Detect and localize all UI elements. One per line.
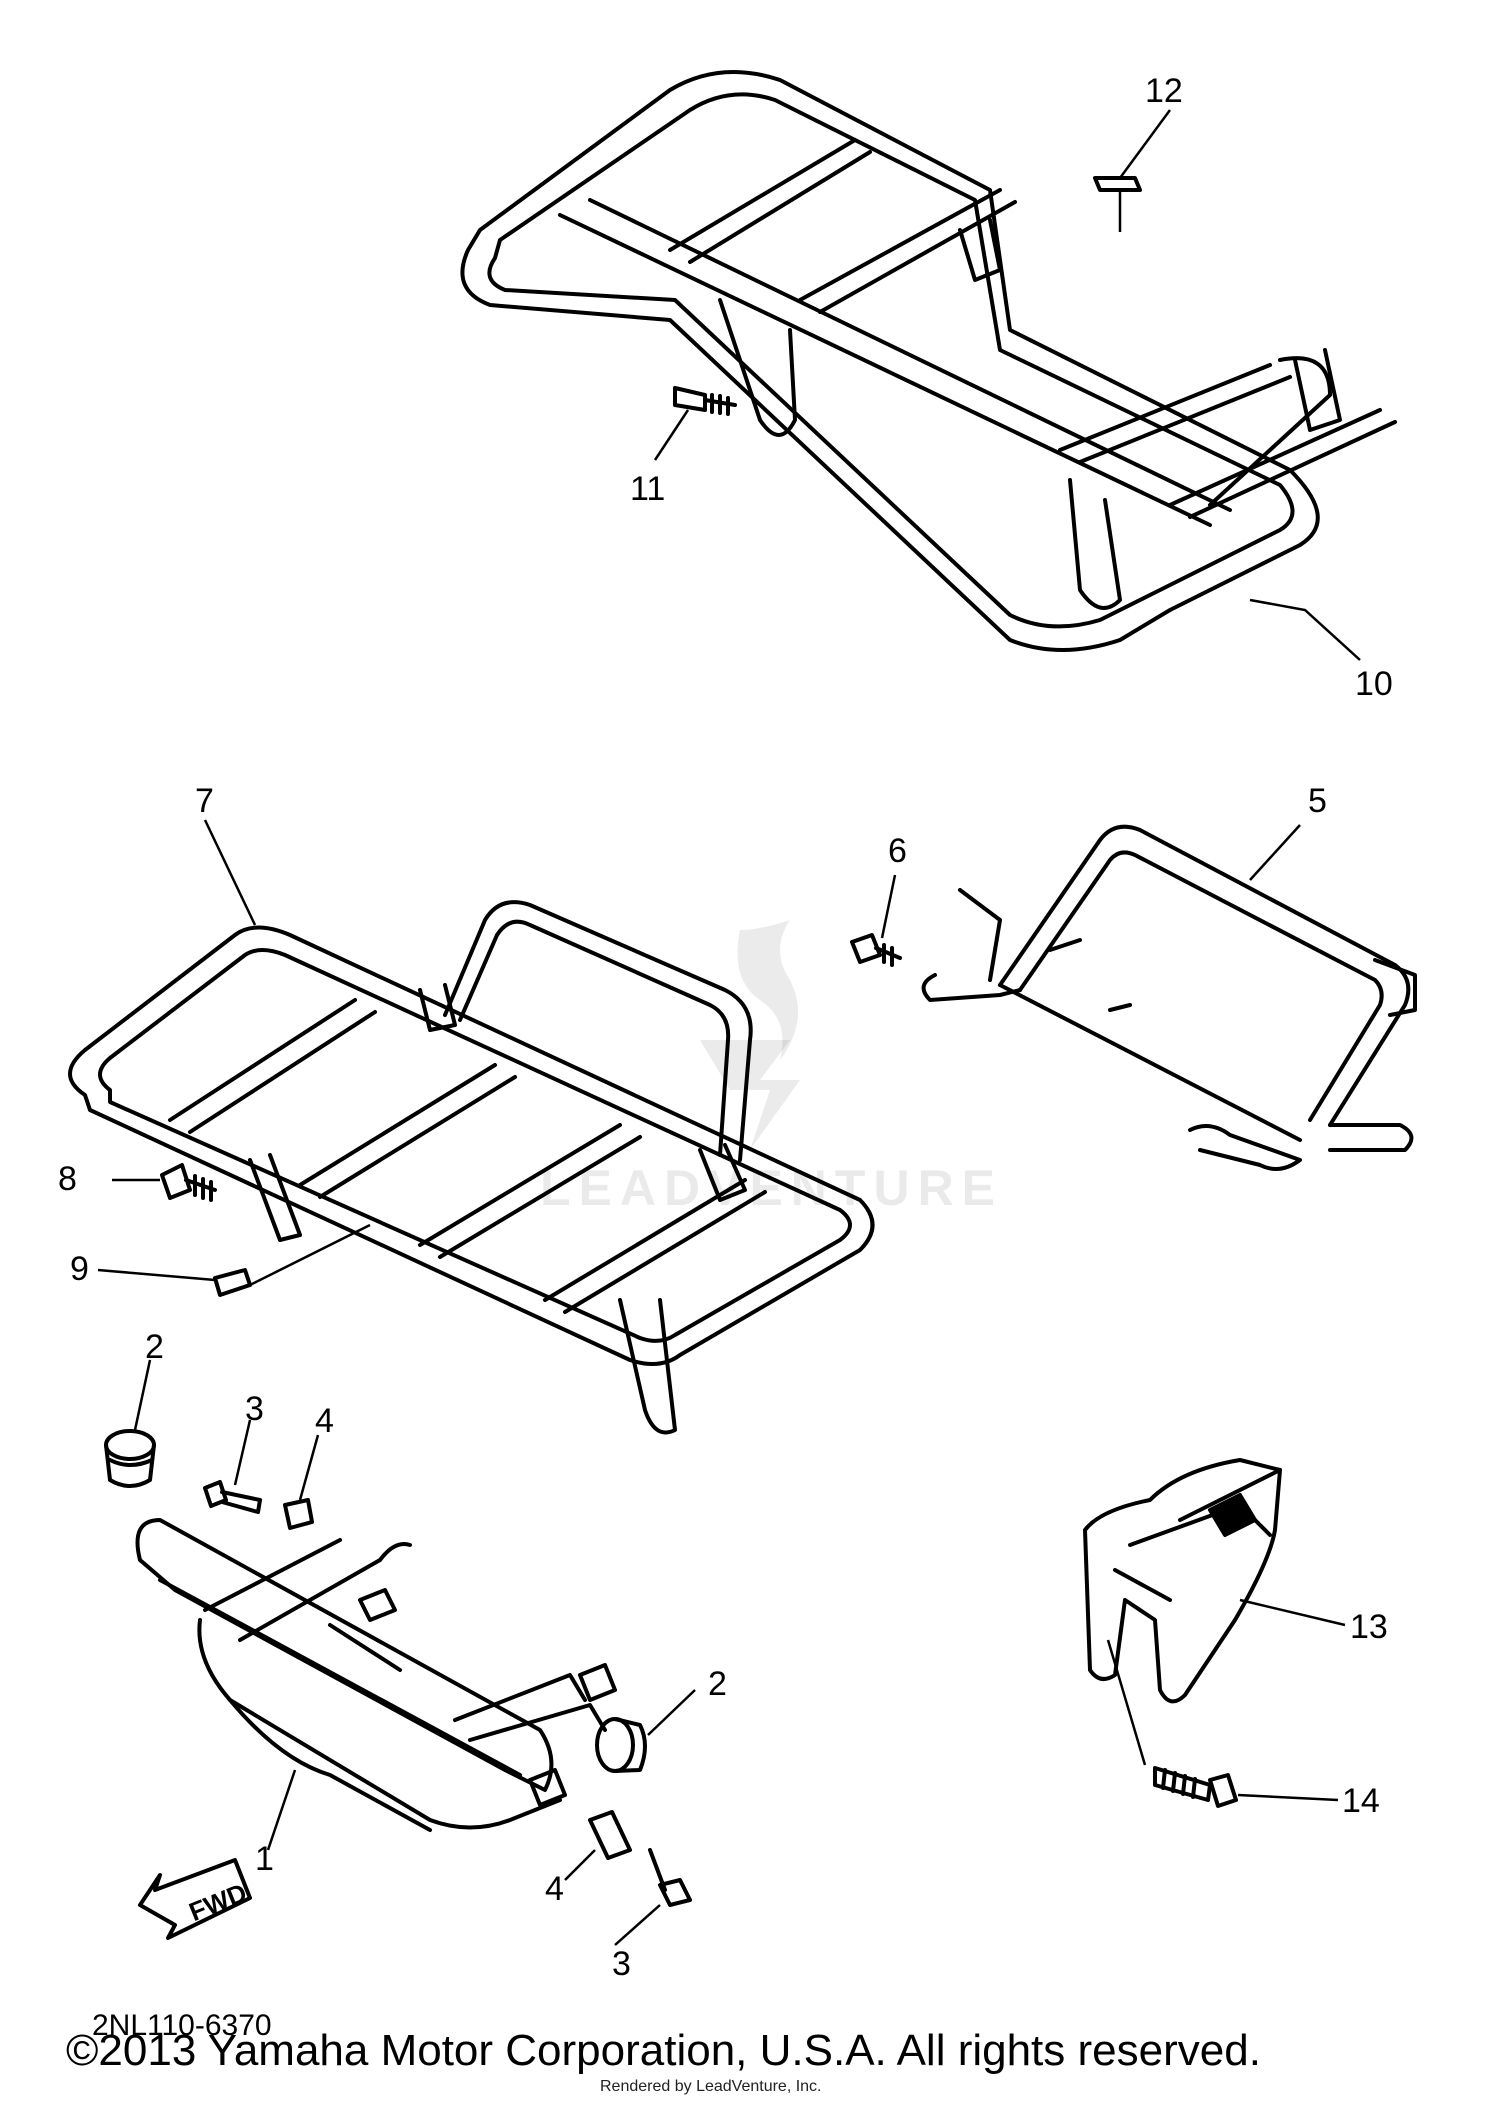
callout-3a: 3 — [245, 1390, 264, 1428]
bolt-3a — [203, 1480, 262, 1514]
bolt-11 — [673, 386, 737, 416]
leader-lines — [97, 109, 1361, 1946]
callout-2a: 2 — [145, 1328, 164, 1366]
collar-4b — [588, 1810, 632, 1860]
part-code: 2NL110-6370 — [92, 2009, 272, 2042]
callout-12: 12 — [1145, 72, 1183, 110]
watermark-logo: LEADVENTURE — [540, 920, 1003, 1216]
callout-3b: 3 — [612, 1945, 631, 1983]
callout-4a: 4 — [315, 1402, 334, 1440]
callout-11: 11 — [630, 470, 665, 508]
copyright-notice: ©2013 Yamaha Motor Corporation, U.S.A. A… — [66, 2026, 1261, 2075]
fwd-arrow — [138, 1858, 252, 1940]
grommet-2a — [104, 1429, 156, 1488]
label-9 — [213, 1268, 252, 1297]
callout-7: 7 — [195, 782, 214, 820]
label-12 — [1093, 176, 1142, 192]
callout-9: 9 — [70, 1250, 89, 1288]
bolt-6 — [850, 933, 902, 967]
bolt-3b — [648, 1848, 692, 1907]
callout-4b: 4 — [545, 1870, 564, 1908]
collar-4a — [283, 1498, 314, 1530]
grommet-2b — [595, 1717, 647, 1773]
front-bumper — [135, 1518, 617, 1832]
bolt-8 — [160, 1163, 217, 1202]
callout-6: 6 — [888, 832, 907, 870]
callout-10: 10 — [1355, 665, 1393, 703]
callout-14: 14 — [1342, 1782, 1380, 1820]
carrier-bracket — [921, 824, 1417, 1171]
callout-2b: 2 — [708, 1665, 727, 1703]
stay-bracket — [1083, 1458, 1282, 1704]
fwd-label: FWD — [185, 1877, 251, 1927]
rear-carrier — [460, 70, 1397, 652]
front-carrier — [68, 900, 875, 1435]
watermark-text: LEADVENTURE — [540, 1160, 1003, 1216]
callout-13: 13 — [1350, 1608, 1388, 1646]
callout-1: 1 — [255, 1840, 274, 1878]
rendered-by-notice: Rendered by LeadVenture, Inc. — [600, 2078, 822, 2095]
callout-5: 5 — [1308, 782, 1327, 820]
callout-8: 8 — [58, 1160, 77, 1198]
bolt-14 — [1153, 1766, 1238, 1808]
